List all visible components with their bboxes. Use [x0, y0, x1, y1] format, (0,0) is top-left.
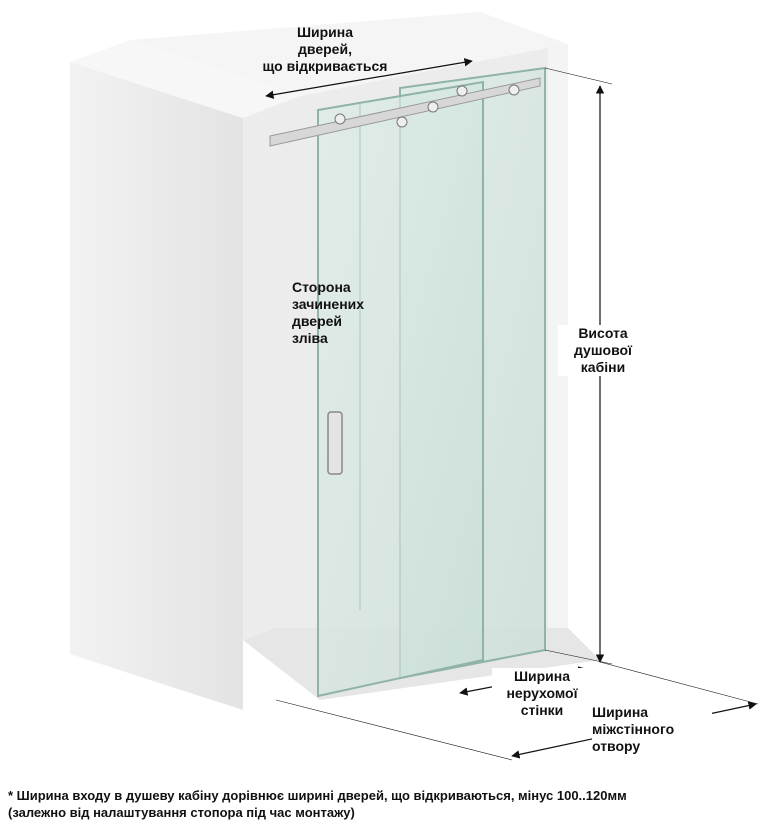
- fixed-panel-width-label: Ширина нерухомої стінки: [492, 668, 592, 719]
- height-extension-bottom: [544, 649, 613, 665]
- door-handle: [327, 411, 343, 475]
- label-line: міжстінного: [592, 721, 675, 737]
- left-wall-top: [70, 40, 300, 118]
- label-line: душової: [574, 342, 632, 358]
- label-line: Ширина: [296, 24, 354, 40]
- label-line: Ширина: [513, 668, 571, 684]
- label-line: дверей: [292, 313, 343, 329]
- sliding-glass-door: [317, 80, 484, 698]
- opening-door-width-arrow: [265, 58, 473, 99]
- opening-extension-left: [275, 699, 513, 761]
- label-line: Ширина: [592, 704, 649, 720]
- closed-door-side-label: Сторона зачинених дверей зліва: [292, 279, 392, 347]
- label-line: Висота: [578, 325, 628, 341]
- roller-4: [456, 85, 468, 97]
- roller-1: [334, 113, 346, 125]
- label-line: Сторона: [292, 279, 351, 295]
- footnote-line: * Ширина входу в душеву кабіну дорівнює …: [8, 788, 627, 803]
- wall-opening-width-label: Ширина міжстінного отвору: [592, 704, 712, 755]
- height-extension-top: [544, 67, 613, 85]
- label-line: зачинених: [292, 296, 365, 312]
- footnote-line: (залежно від налаштування стопора під ча…: [8, 805, 355, 820]
- roller-3: [427, 101, 439, 113]
- opening-door-width-label: Ширина дверей, що відкривається: [245, 24, 405, 75]
- label-line: нерухомої: [506, 685, 578, 701]
- cabin-height-label: Висота душової кабіни: [558, 325, 648, 376]
- label-line: кабіни: [580, 359, 626, 375]
- label-line: стінки: [520, 702, 564, 718]
- label-line: дверей,: [298, 41, 352, 57]
- roller-2: [396, 116, 408, 128]
- roller-5: [508, 84, 520, 96]
- opening-extension-right: [599, 661, 759, 705]
- label-line: отвору: [592, 738, 641, 754]
- left-wall-front: [70, 62, 243, 710]
- footnote: * Ширина входу в душеву кабіну дорівнює …: [8, 787, 627, 821]
- label-line: що відкривається: [262, 58, 388, 74]
- glass-enclosure: [317, 66, 546, 698]
- back-wall-top: [130, 12, 568, 96]
- label-line: зліва: [292, 330, 328, 346]
